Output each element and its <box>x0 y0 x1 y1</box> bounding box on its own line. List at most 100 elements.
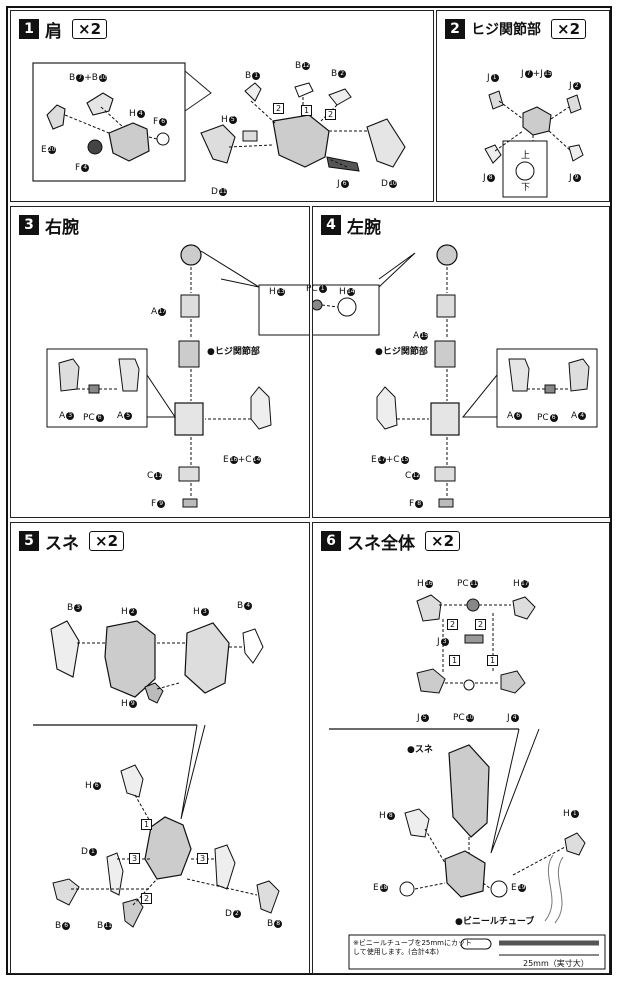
label-elbow-joint: ●ヒジ関節部 <box>375 347 428 357</box>
panel-4-drawing <box>313 244 598 508</box>
label-a15: A15 <box>413 331 429 341</box>
tube-cut-note: ※ビニールチューブを25mmにカットして使用します。(合計4本) <box>353 939 472 956</box>
panel-6-drawing <box>329 594 606 970</box>
step-number-2: 2 <box>445 19 465 39</box>
label-up: 上 <box>521 151 531 161</box>
step-number-3: 3 <box>19 215 39 235</box>
label-e20: E20 <box>41 145 56 155</box>
label-e19: E19 <box>511 883 526 893</box>
step-box-2: 2 <box>273 103 284 114</box>
part-d11 <box>200 124 236 164</box>
step-number-5: 5 <box>19 531 39 551</box>
part-b7-b10 <box>86 92 114 116</box>
label-vinyl-tube: ●ビニールチューブ <box>455 917 535 927</box>
label-b11: B11 <box>97 921 113 931</box>
panel-5-quantity: ×2 <box>89 531 125 551</box>
panel-5-drawing <box>33 620 280 928</box>
panel-1-quantity: ×2 <box>72 19 108 39</box>
panel-3-header: 3 右腕 <box>19 213 79 238</box>
part-f4 <box>87 139 103 155</box>
label-pc11: PC11 <box>457 579 478 589</box>
label-e18: E18 <box>373 883 388 893</box>
part-h4 <box>108 122 150 162</box>
label-c12: C12 <box>405 471 421 481</box>
part-d10 <box>366 118 406 168</box>
label-d11: D11 <box>211 187 227 197</box>
part-j9 <box>568 144 584 162</box>
step-number-1: 1 <box>19 19 39 39</box>
step-box-2: 2 <box>325 109 336 120</box>
step-number-6: 6 <box>321 531 341 551</box>
part-j2 <box>566 94 582 114</box>
label-h17: H17 <box>513 579 529 589</box>
part-b2 <box>328 88 352 106</box>
panel-2-header: 2 ヒジ関節部 ×2 <box>445 17 587 41</box>
step-box-3: 3 <box>197 853 208 864</box>
label-measure-25mm: 25mm（実寸大） <box>523 959 589 968</box>
part-j6 <box>326 156 360 172</box>
label-c11: C11 <box>147 471 163 481</box>
panel-2-quantity: ×2 <box>551 19 587 39</box>
step-box-2: 2 <box>447 619 458 630</box>
label-e16-c14: E16+C14 <box>223 455 261 465</box>
step-box-2: 2 <box>141 893 152 904</box>
part-e20 <box>46 104 66 130</box>
panel-3-title: 右腕 <box>45 217 79 238</box>
panel-6-title: スネ全体 <box>347 533 415 554</box>
label-d10: D10 <box>381 179 397 189</box>
panel-1-drawing <box>32 62 406 182</box>
panel-6-quantity: ×2 <box>425 531 461 551</box>
panel-1-header: 1 肩 ×2 <box>19 17 108 42</box>
part-h5 <box>242 130 258 142</box>
label-shin: ●スネ <box>407 745 433 755</box>
part-f6 <box>156 132 170 146</box>
step-box-2: 2 <box>475 619 486 630</box>
panel-2-drawing <box>484 90 584 198</box>
panel-3-drawing <box>46 244 309 508</box>
panel-4-header: 4 左腕 <box>321 213 381 238</box>
label-down: 下 <box>521 183 531 193</box>
part-b1 <box>244 82 262 102</box>
panel-6-header: 6 スネ全体 ×2 <box>321 529 461 554</box>
panel-5-header: 5 スネ ×2 <box>19 529 125 554</box>
step-box-3: 3 <box>129 853 140 864</box>
part-j7-j15 <box>522 106 552 136</box>
step-box-1: 1 <box>301 105 312 116</box>
